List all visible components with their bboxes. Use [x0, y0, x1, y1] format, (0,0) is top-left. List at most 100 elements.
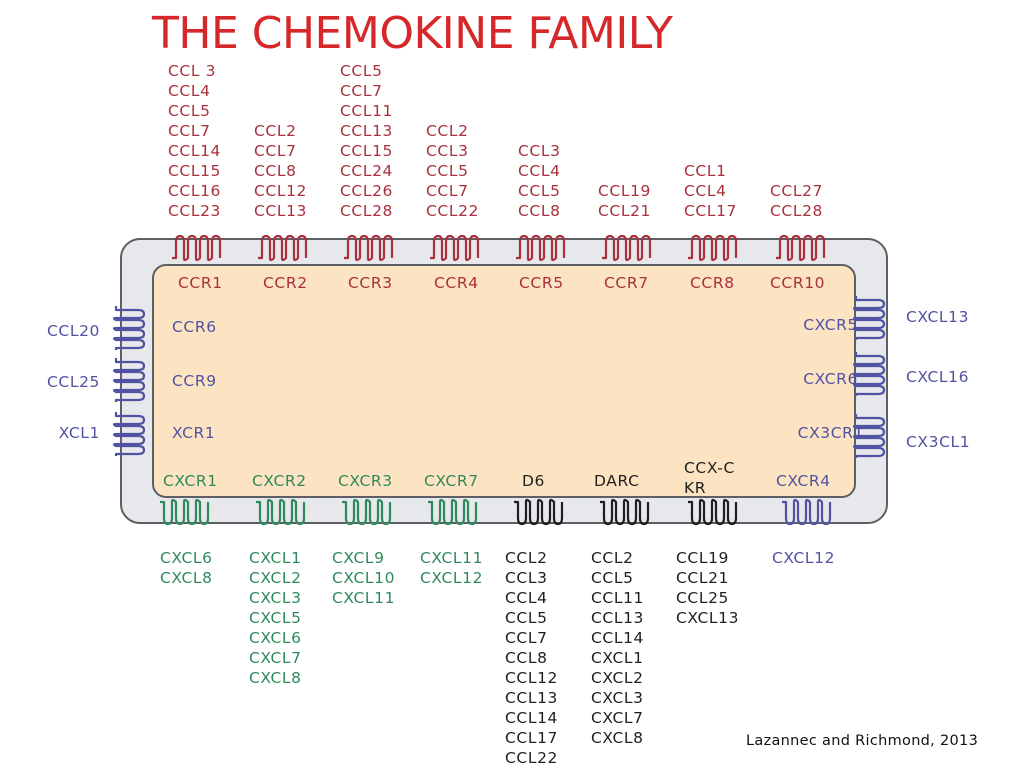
ligand-item: CCL14: [168, 142, 222, 160]
cxcr3-label: CXCR3: [338, 472, 393, 490]
ccr9-coil: [112, 358, 146, 402]
cell-cytoplasm: [152, 264, 856, 498]
cx3cr1-label: CX3CR1: [797, 424, 864, 442]
cxcr2-label: CXCR2: [252, 472, 307, 490]
ligand-item: CCL1: [684, 162, 727, 180]
ccr1-coil: [172, 234, 222, 262]
ligand-item: CCL17: [505, 729, 559, 747]
ligand-item: CCL13: [340, 122, 394, 140]
ligand-item: CCL12: [505, 669, 559, 687]
ccr1-label: CCR1: [178, 274, 223, 292]
ligand-item: CCL7: [254, 142, 297, 160]
ligand-item: CCL3: [505, 569, 548, 587]
ligand-item: CCL13: [591, 609, 645, 627]
xcr1-label: XCR1: [172, 424, 216, 442]
ligand-item: CXCL5: [249, 609, 302, 627]
ligand-item: CCL8: [254, 162, 297, 180]
ligand-item: CCL5: [591, 569, 634, 587]
ccxckr-coil: [688, 498, 738, 526]
darc-label: DARC: [594, 472, 640, 490]
ligand-item: CXCL7: [591, 709, 644, 727]
ccr3-coil: [344, 234, 394, 262]
ccr9-label: CCR9: [172, 372, 217, 390]
ligand-item: CCL15: [168, 162, 222, 180]
cxcr4-ligand-list: CXCL12: [772, 548, 835, 568]
cxcr5-ligand: CXCL13: [906, 308, 970, 326]
ligand-item: CCL7: [340, 82, 383, 100]
ccr4-label: CCR4: [434, 274, 479, 292]
ligand-item: CCL5: [340, 62, 383, 80]
ccr2-coil: [258, 234, 308, 262]
ligand-item: CCL19: [598, 182, 652, 200]
ccr7-label: CCR7: [604, 274, 649, 292]
ligand-item: CCL3: [518, 142, 561, 160]
ligand-item: CCL7: [168, 122, 211, 140]
ccr5-coil: [516, 234, 566, 262]
ligand-item: CXCL13: [676, 609, 740, 627]
ligand-item: CCL2: [505, 549, 548, 567]
ligand-item: CXCL7: [249, 649, 302, 667]
ccr9-ligand: CCL25: [46, 373, 100, 391]
ligand-item: CXCL2: [591, 669, 644, 687]
xcr1-ligand: XCL1: [58, 424, 100, 442]
ligand-item: CCL26: [340, 182, 394, 200]
ligand-item: CCL5: [518, 182, 561, 200]
ligand-item: CCL2: [426, 122, 469, 140]
cxcr7-coil: [428, 498, 478, 526]
ligand-item: CXCL8: [591, 729, 644, 747]
ligand-item: CXCL8: [249, 669, 302, 687]
ligand-item: CCL4: [505, 589, 548, 607]
ligand-item: CCL14: [505, 709, 559, 727]
ccr2-label: CCR2: [263, 274, 308, 292]
d6-coil: [514, 498, 564, 526]
ligand-item: CXCL6: [160, 549, 213, 567]
cxcr6-ligand: CXCL16: [906, 368, 970, 386]
ccr8-coil: [688, 234, 738, 262]
ccr6-coil: [112, 306, 146, 350]
ligand-item: CXCL12: [420, 569, 484, 587]
page-title: THE CHEMOKINE FAMILY: [152, 8, 673, 59]
ligand-item: CXCL9: [332, 549, 385, 567]
cxcr2-coil: [256, 498, 306, 526]
ligand-item: CCL 3: [168, 62, 217, 80]
ligand-item: CCL7: [426, 182, 469, 200]
ligand-item: CCL3: [426, 142, 469, 160]
ligand-item: CCL25: [676, 589, 730, 607]
cx3cr1-ligand: CX3CL1: [906, 433, 971, 451]
ligand-item: CXCL6: [249, 629, 302, 647]
ligand-item: CCL28: [340, 202, 394, 220]
ligand-item: CCL23: [168, 202, 222, 220]
ligand-item: CCL4: [518, 162, 561, 180]
cxcr1-label: CXCR1: [163, 472, 218, 490]
ligand-item: CCL14: [591, 629, 645, 647]
ligand-item: CXCL1: [249, 549, 302, 567]
ligand-item: CXCL12: [772, 549, 836, 567]
ligand-item: CXCL3: [249, 589, 302, 607]
ligand-item: CCL21: [676, 569, 730, 587]
ligand-item: CXCL11: [420, 549, 484, 567]
ligand-item: CXCL2: [249, 569, 302, 587]
ligand-item: CCL4: [684, 182, 727, 200]
ligand-item: CXCL8: [160, 569, 213, 587]
cx3cr1-coil: [852, 414, 886, 458]
ccr3-label: CCR3: [348, 274, 393, 292]
ccr6-ligand: CCL20: [46, 322, 100, 340]
ccr8-label: CCR8: [690, 274, 735, 292]
d6-label: D6: [522, 472, 545, 490]
ccr7-coil: [602, 234, 652, 262]
xcr1-coil: [112, 412, 146, 456]
ligand-item: CXCL10: [332, 569, 396, 587]
